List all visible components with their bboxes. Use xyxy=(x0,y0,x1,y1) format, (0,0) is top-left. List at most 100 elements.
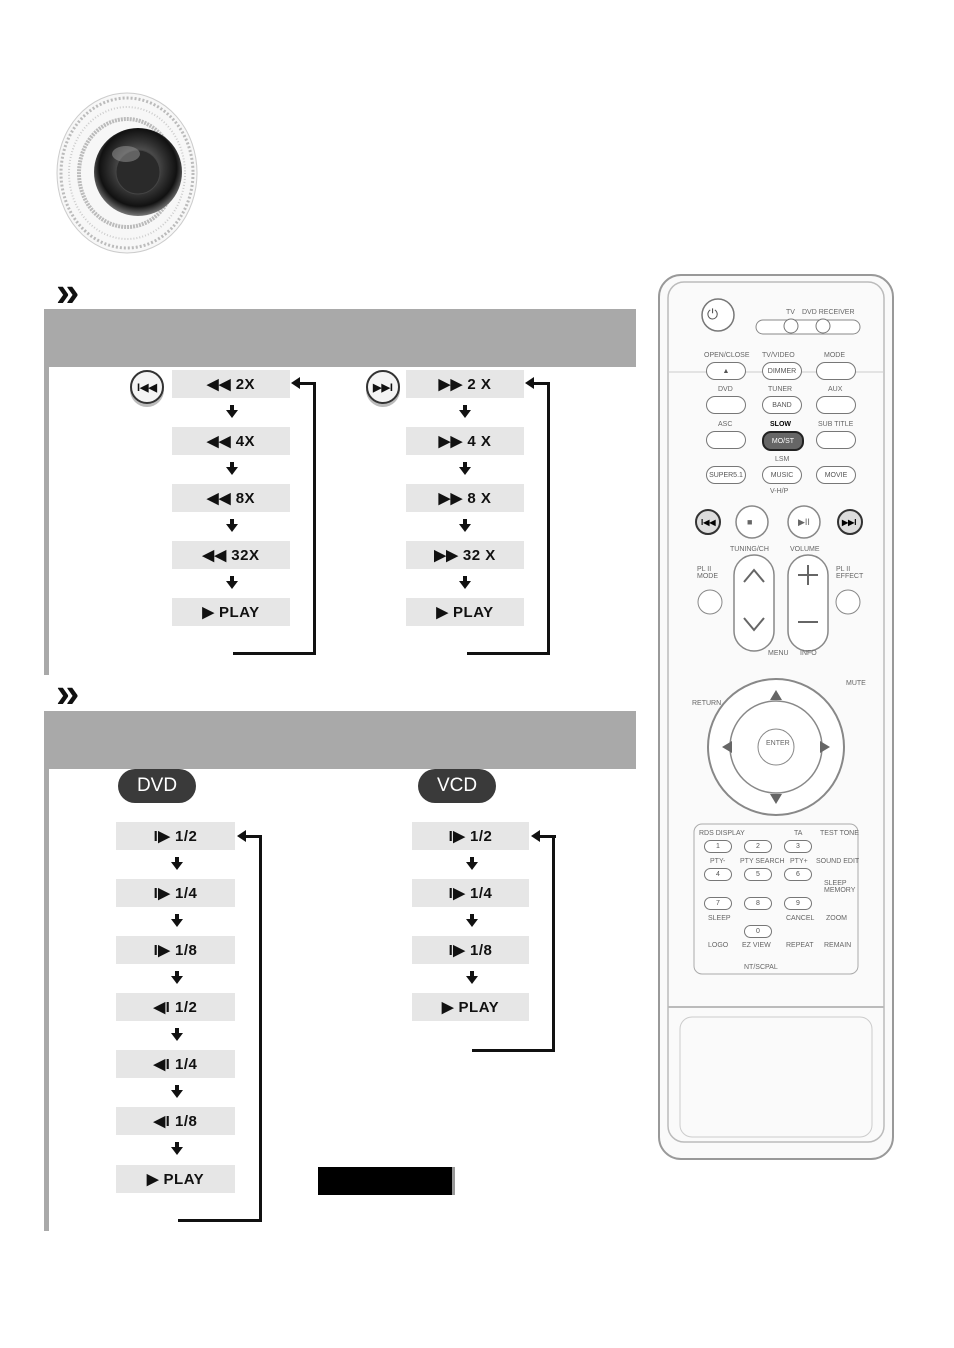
remote-label: ENTER xyxy=(766,740,790,747)
remote-label: TEST TONE xyxy=(820,830,859,837)
down-arrow-icon xyxy=(226,462,238,475)
remote-label: TUNER xyxy=(768,386,793,393)
remote-label: AUX xyxy=(828,386,843,393)
down-arrow-icon xyxy=(459,519,471,532)
vcd-slow-step: I▶ 1/8 xyxy=(412,936,529,964)
skip-back-icon: I◀◀ xyxy=(130,370,164,404)
movie-button: MOVIE xyxy=(816,466,856,484)
remote-label: MUTE xyxy=(846,680,866,687)
dvd-button xyxy=(706,396,746,414)
remote-label: REMAIN xyxy=(824,942,852,949)
vcd-slow-step: I▶ 1/4 xyxy=(412,879,529,907)
vcd-slow-step: I▶ 1/2 xyxy=(412,822,529,850)
remote-label: CANCEL xyxy=(786,915,815,922)
remote-label: MENU xyxy=(768,650,789,657)
loop-bracket xyxy=(178,835,262,1222)
dvd-slow-step: ◀I 1/4 xyxy=(116,1050,235,1078)
remote-label: DVD RECEIVER xyxy=(802,309,855,316)
digit-button: 4 xyxy=(704,868,732,881)
vcd-badge: VCD xyxy=(418,769,496,803)
remote-label: I◀◀ xyxy=(701,518,716,527)
dvd-slow-step: I▶ 1/4 xyxy=(116,879,235,907)
loop-bracket-top xyxy=(298,382,316,385)
dvd-slow-step: ▶ PLAY xyxy=(116,1165,235,1193)
section-header-bar xyxy=(44,309,636,367)
vcd-slow-step: ▶ PLAY xyxy=(412,993,529,1021)
section-header-bar xyxy=(44,711,636,769)
ff-step: ▶ PLAY xyxy=(406,598,524,626)
ff-step: ▶▶ 32 X xyxy=(406,541,524,569)
rew-step: ◀◀ 2X xyxy=(172,370,290,398)
rew-step: ◀◀ 8X xyxy=(172,484,290,512)
digit-button: 0 xyxy=(744,925,772,938)
skip-forward-icon: ▶▶I xyxy=(366,370,400,404)
dimmer-button: DIMMER xyxy=(762,362,802,380)
remote-label: ASC xyxy=(718,421,733,428)
remote-label: RETURN xyxy=(692,700,722,707)
aux-button xyxy=(816,396,856,414)
remote-label: TA xyxy=(794,830,803,837)
remote-label: OPEN/CLOSE xyxy=(704,352,750,359)
remote-label: TUNING/CH xyxy=(730,546,769,553)
arrow-left-icon xyxy=(291,377,300,389)
digit-button: 8 xyxy=(744,897,772,910)
down-arrow-icon xyxy=(466,914,478,927)
remote-label: SLEEP xyxy=(708,915,731,922)
slow-button: MO/ST xyxy=(762,431,804,451)
digit-button: 2 xyxy=(744,840,772,853)
dvd-slow-step: I▶ 1/2 xyxy=(116,822,235,850)
ff-step: ▶▶ 4 X xyxy=(406,427,524,455)
loop-bracket-top xyxy=(244,835,262,838)
remote-label: PTY SEARCH xyxy=(740,858,785,865)
arrow-left-icon xyxy=(525,377,534,389)
loop-bracket xyxy=(233,382,316,655)
down-arrow-icon xyxy=(171,1085,183,1098)
remote-label: MODE xyxy=(824,352,845,359)
digit-button: 5 xyxy=(744,868,772,881)
digit-button: 3 xyxy=(784,840,812,853)
down-arrow-icon xyxy=(459,576,471,589)
open-close-button: ▲ xyxy=(706,362,746,380)
down-arrow-icon xyxy=(171,914,183,927)
remote-label: TV xyxy=(786,309,795,316)
remote-label: PL II EFFECT xyxy=(836,566,864,580)
remote-label: PTY+ xyxy=(790,858,808,865)
down-arrow-icon xyxy=(466,857,478,870)
rew-step: ◀◀ 32X xyxy=(172,541,290,569)
power-icon: ⏻ xyxy=(707,306,719,322)
loop-bracket-top xyxy=(532,382,550,385)
down-arrow-icon xyxy=(226,576,238,589)
remote-label: INFO xyxy=(800,650,817,657)
remote-label: VOLUME xyxy=(790,546,820,553)
remote-control xyxy=(656,272,896,1164)
down-arrow-icon xyxy=(171,971,183,984)
remote-label: REPEAT xyxy=(786,942,814,949)
disc-illustration xyxy=(56,92,198,254)
remote-label: LOGO xyxy=(708,942,729,949)
remote-label: EZ VIEW xyxy=(742,942,771,949)
down-arrow-icon xyxy=(171,857,183,870)
remote-label: PL II MODE xyxy=(697,566,718,580)
ff-step: ▶▶ 8 X xyxy=(406,484,524,512)
music-button: MUSIC xyxy=(762,466,802,484)
digit-button: 9 xyxy=(784,897,812,910)
dvd-slow-step: I▶ 1/8 xyxy=(116,936,235,964)
chevron-icon: » xyxy=(56,669,80,716)
loop-bracket xyxy=(467,382,550,655)
arrow-left-icon xyxy=(237,830,246,842)
chevron-icon: » xyxy=(56,268,80,315)
down-arrow-icon xyxy=(171,1142,183,1155)
down-arrow-icon xyxy=(466,971,478,984)
asc-button xyxy=(706,431,746,449)
arrow-left-icon xyxy=(531,830,540,842)
remote-label: ▶▶I xyxy=(842,518,857,527)
tuner-band-button: BAND xyxy=(762,396,802,414)
digit-button: 1 xyxy=(704,840,732,853)
down-arrow-icon xyxy=(171,1028,183,1041)
remote-label: LSM xyxy=(775,456,790,463)
remote-label: SUB TITLE xyxy=(818,421,854,428)
dvd-slow-step: ◀I 1/8 xyxy=(116,1107,235,1135)
subtitle-button xyxy=(816,431,856,449)
dvd-slow-step: ◀I 1/2 xyxy=(116,993,235,1021)
digit-button: 7 xyxy=(704,897,732,910)
